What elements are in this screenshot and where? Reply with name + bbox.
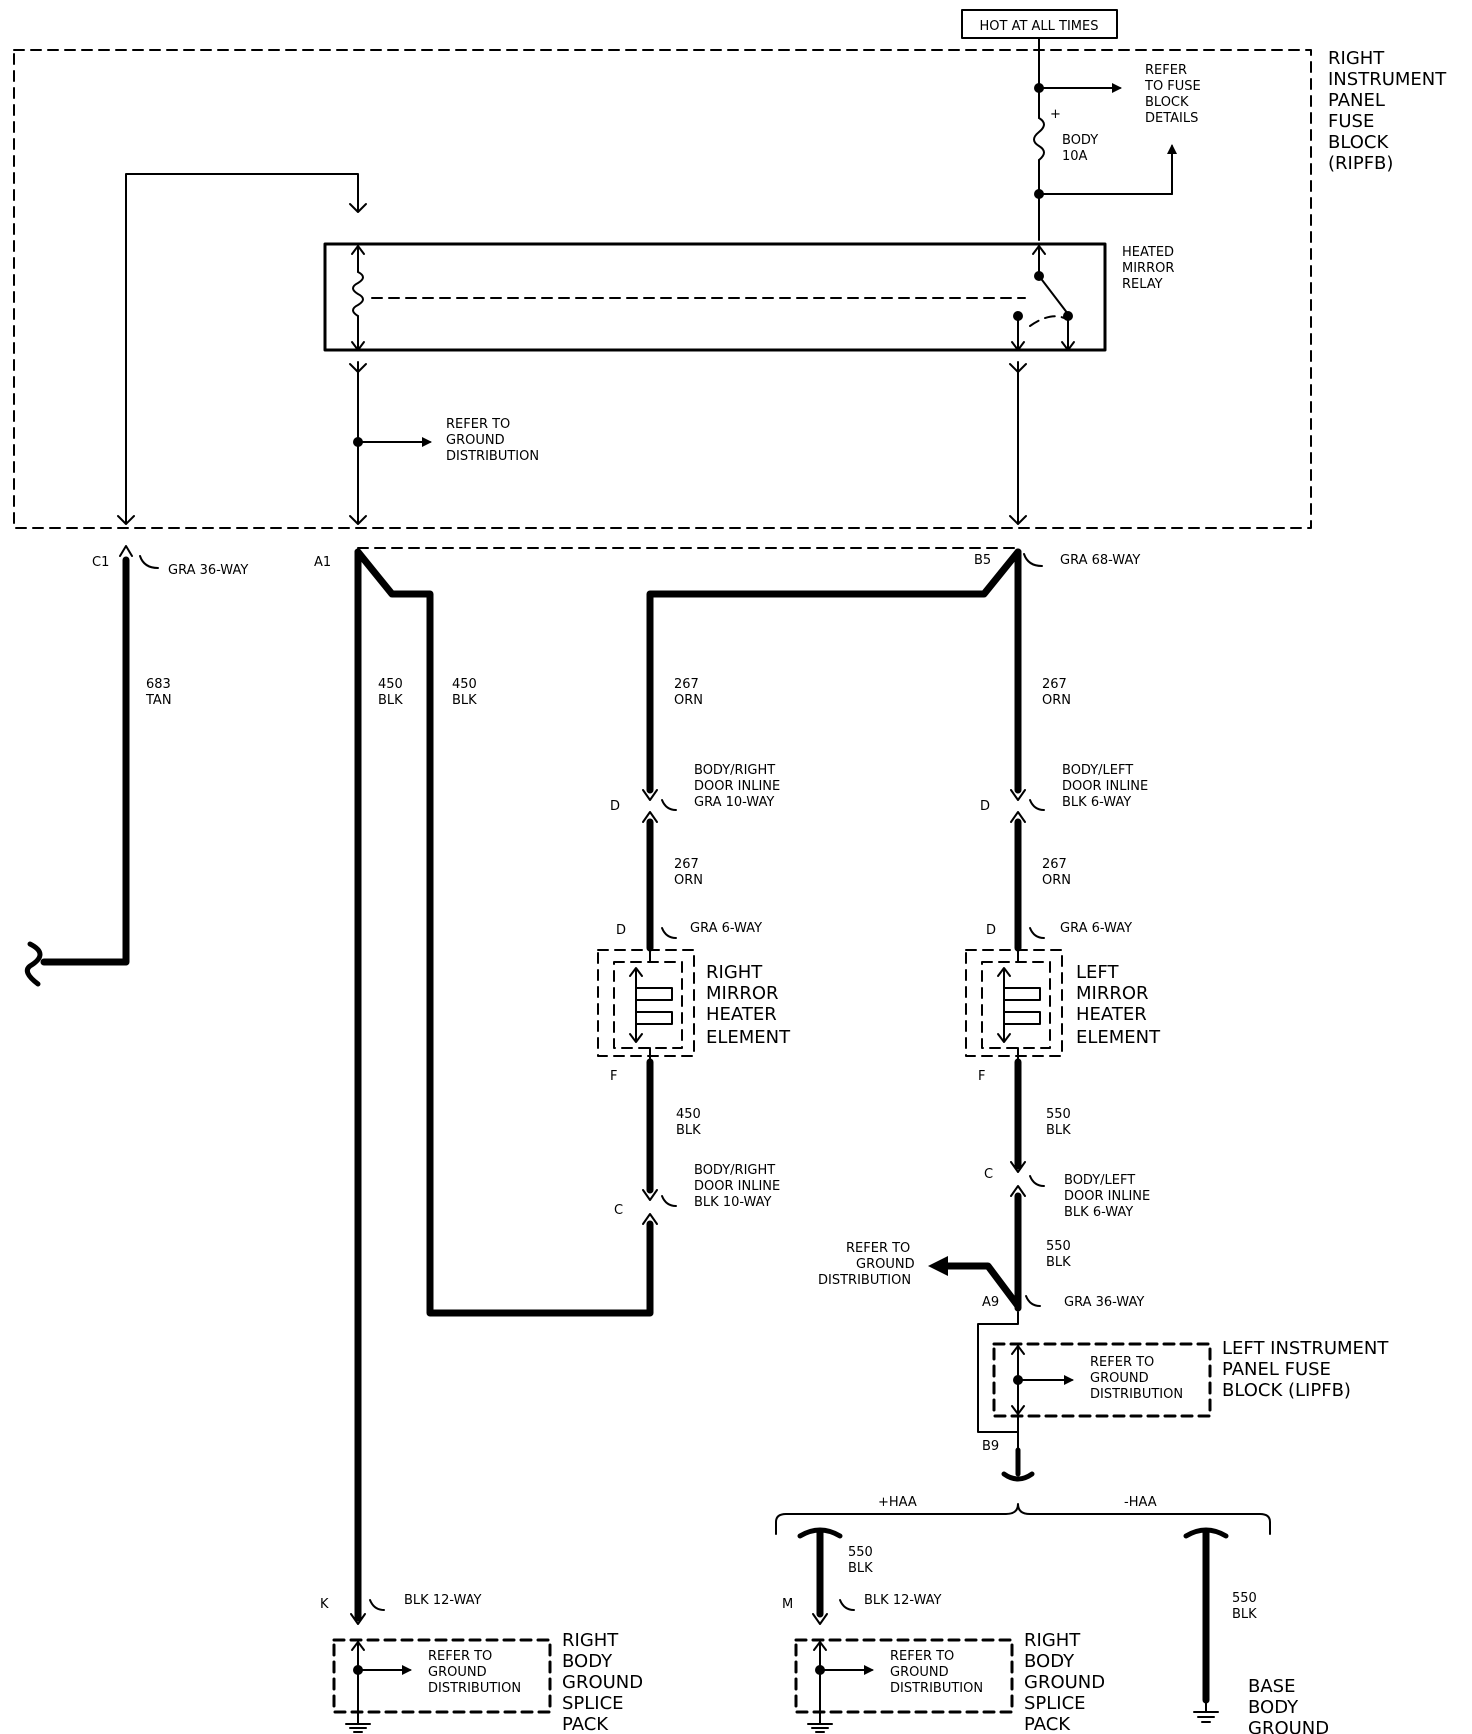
fuse-plus-label: + — [1050, 107, 1061, 122]
left-inline-c-pin: C — [984, 1167, 993, 1182]
wire-267-orn-right — [646, 548, 1022, 794]
right-inline-c-label: BODY/RIGHT DOOR INLINE BLK 10-WAY — [694, 1163, 784, 1210]
wire-550-branch-ground — [936, 1262, 1022, 1310]
wire-550-minus-haa-label: 550 BLK — [1232, 1591, 1261, 1622]
right-elem-conn-pin: D — [616, 923, 626, 938]
relay-label: HEATED MIRROR RELAY — [1122, 245, 1179, 292]
lipfb-external-ground-ref: REFER TO GROUND DISTRIBUTION — [818, 1241, 919, 1288]
lipfb-block — [977, 1311, 1212, 1451]
option-brace — [775, 1503, 1271, 1535]
left-mirror-heater-element — [965, 947, 1063, 1063]
lipfb-b9-pin: B9 — [982, 1439, 999, 1454]
hot-at-all-times-box: HOT AT ALL TIMES — [961, 9, 1118, 39]
left-door-inline-c — [1010, 1161, 1045, 1197]
ground-k-pin: K — [320, 1597, 329, 1612]
fuse-feed — [1033, 37, 1177, 241]
right-door-inline-c — [642, 1189, 677, 1225]
left-inline-d-pin: D — [980, 799, 990, 814]
right-element-title: RIGHT MIRROR HEATER ELEMENT — [706, 962, 791, 1048]
left-elem-conn-pin: D — [986, 923, 996, 938]
wire-267-left-lower-label: 267 ORN — [1042, 857, 1071, 888]
option-plus-haa: +HAA — [878, 1495, 917, 1510]
left-inline-d-label: BODY/LEFT DOOR INLINE BLK 6-WAY — [1062, 763, 1152, 810]
wire-683-end-break — [24, 941, 43, 987]
base-body-ground-title: BASE BODY GROUND — [1248, 1676, 1329, 1734]
splice-b-ground-ref: REFER TO GROUND DISTRIBUTION — [890, 1649, 983, 1696]
wire-450a-label: 450 BLK — [378, 677, 407, 708]
left-element-title: LEFT MIRROR HEATER ELEMENT — [1076, 962, 1161, 1048]
right-inline-d-pin: D — [610, 799, 620, 814]
base-body-ground-symbol — [1193, 1699, 1219, 1723]
connector-c1-label: GRA 36-WAY — [168, 563, 248, 578]
left-inline-c-label: BODY/LEFT DOOR INLINE BLK 6-WAY — [1064, 1173, 1154, 1220]
wire-267-left-label: 267 ORN — [1042, 677, 1071, 708]
heated-mirror-relay — [323, 242, 1107, 352]
wire-550-plus-haa-label: 550 BLK — [848, 1545, 877, 1576]
lipfb-a9-pin: A9 — [982, 1295, 999, 1310]
right-inline-c-pin: C — [614, 1203, 623, 1218]
wire-550-left-lower-label: 550 BLK — [1046, 1239, 1075, 1270]
connector-b5-label: GRA 68-WAY — [1060, 553, 1140, 568]
ripfb-boundary — [13, 49, 1312, 529]
wire-683-tan — [40, 556, 130, 966]
fuse-block-ref: REFER TO FUSE BLOCK DETAILS — [1144, 63, 1205, 126]
left-door-inline-d — [1010, 789, 1045, 823]
connector-b5-pin: B5 — [974, 553, 991, 568]
ground-k-label: BLK 12-WAY — [404, 1593, 482, 1608]
splice-a-title: RIGHT BODY GROUND SPLICE PACK — [562, 1630, 649, 1734]
fuse-label: BODY 10A — [1062, 133, 1102, 164]
wire-450-blk-right-return — [354, 548, 654, 1317]
splice-b-title: RIGHT BODY GROUND SPLICE PACK — [1024, 1630, 1111, 1734]
lipfb-ground-ref: REFER TO GROUND DISTRIBUTION — [1090, 1355, 1183, 1402]
right-inline-d-label: BODY/RIGHT DOOR INLINE GRA 10-WAY — [694, 763, 784, 810]
ripfb-ground-ref: REFER TO GROUND DISTRIBUTION — [446, 417, 539, 464]
left-elem-conn-label: GRA 6-WAY — [1060, 921, 1132, 936]
connector-c1-pin: C1 — [92, 555, 109, 570]
lipfb-title: LEFT INSTRUMENT PANEL FUSE BLOCK (LIPFB) — [1222, 1338, 1394, 1401]
option-minus-haa: -HAA — [1124, 1495, 1157, 1510]
ripfb-internal-wires — [117, 173, 1027, 525]
right-elem-conn-label: GRA 6-WAY — [690, 921, 762, 936]
wire-267-right-label: 267 ORN — [674, 677, 703, 708]
svg-text:HOT AT ALL TIMES: HOT AT ALL TIMES — [979, 19, 1098, 34]
ground-m-label: BLK 12-WAY — [864, 1593, 942, 1608]
right-door-inline-d — [642, 789, 677, 823]
splice-a-ground-ref: REFER TO GROUND DISTRIBUTION — [428, 1649, 521, 1696]
right-body-ground-splice-pack-b — [794, 1638, 1014, 1733]
left-elem-f-pin: F — [978, 1069, 985, 1084]
right-body-ground-splice-pack-a — [332, 1638, 552, 1733]
right-mirror-heater-element — [597, 947, 695, 1063]
wire-550-left-elem-label: 550 BLK — [1046, 1107, 1075, 1138]
wire-450-right-elem-label: 450 BLK — [676, 1107, 705, 1138]
wire-683-label: 683 TAN — [145, 677, 175, 708]
lipfb-b9-terminal — [1001, 1447, 1035, 1482]
ground-m-pin: M — [782, 1597, 793, 1612]
wire-450b-label: 450 BLK — [452, 677, 481, 708]
connector-a1-pin: A1 — [314, 555, 331, 570]
right-elem-f-pin: F — [610, 1069, 617, 1084]
lipfb-a9-label: GRA 36-WAY — [1064, 1295, 1144, 1310]
wire-267-right-lower-label: 267 ORN — [674, 857, 703, 888]
ripfb-title: RIGHT INSTRUMENT PANEL FUSE BLOCK (RIPFB… — [1328, 48, 1452, 174]
